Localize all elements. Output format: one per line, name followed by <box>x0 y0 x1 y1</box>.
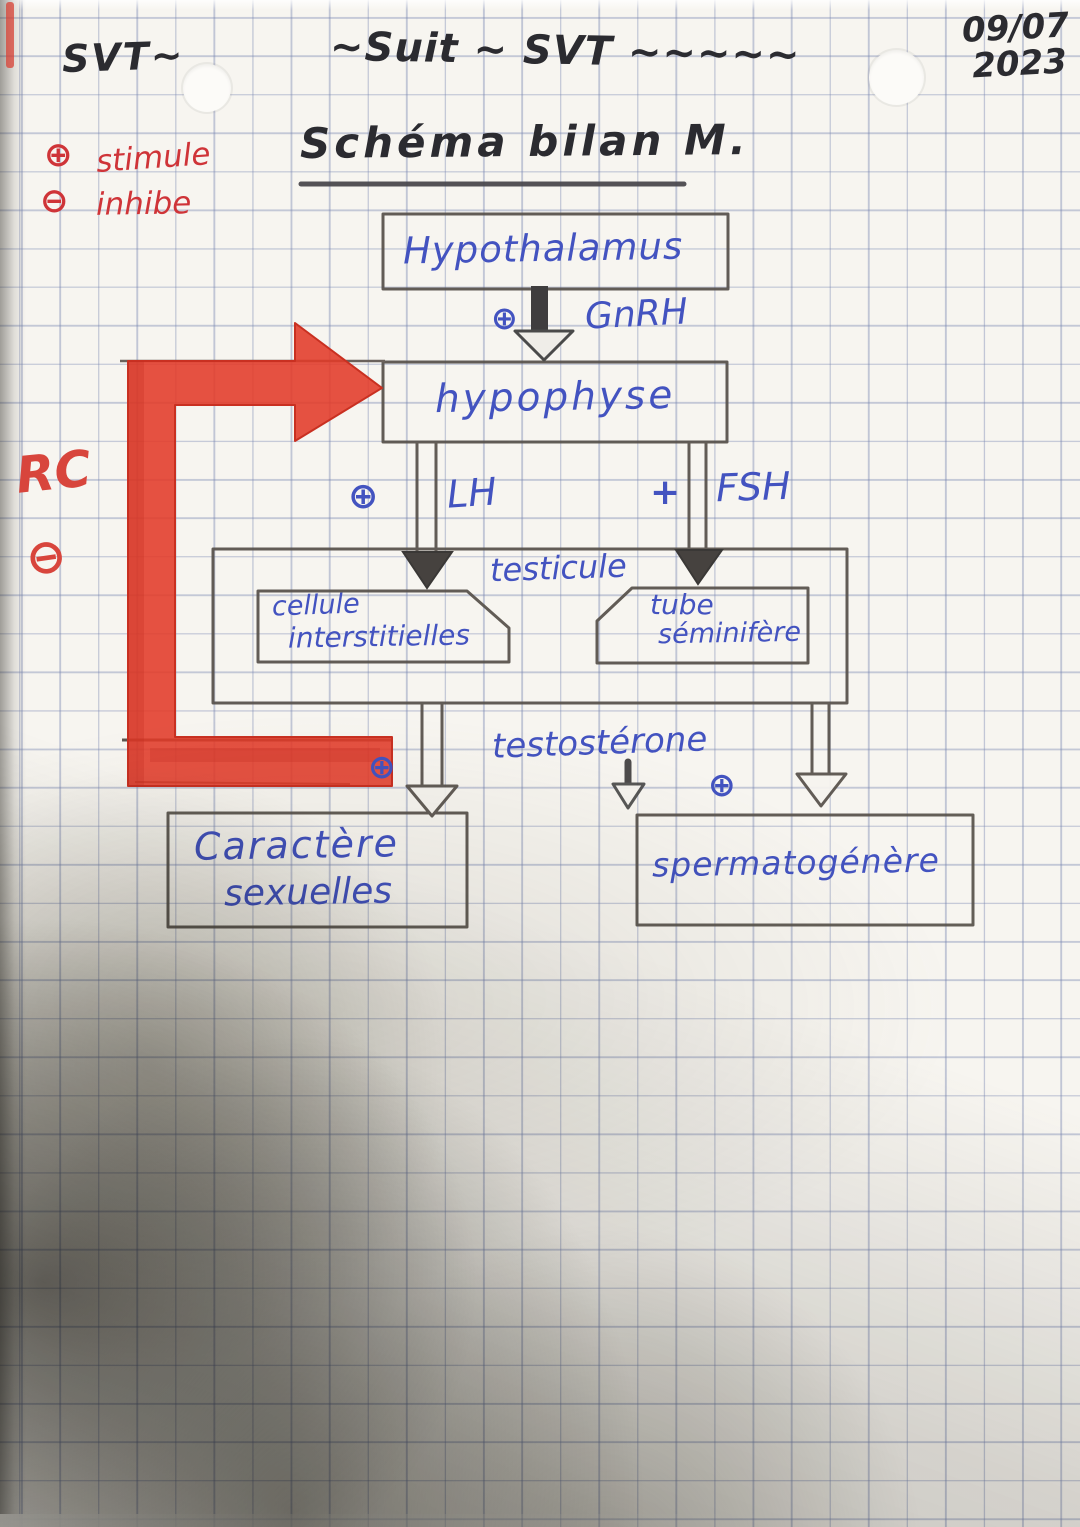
spermatogenese-label: spermatogénère <box>651 840 941 885</box>
caractere-label-line2: sexuelles <box>223 870 393 915</box>
feedback-arrow-shade <box>128 361 144 786</box>
legend-stimulate-label: stimule <box>94 136 212 180</box>
rc-label: RC <box>13 439 95 505</box>
gnrh-plus-circle-icon: ⊕ <box>491 299 518 337</box>
lh-arrow-head <box>401 551 454 590</box>
testosterone-label: testostérone <box>491 719 708 767</box>
fsh-plus-icon: + <box>650 472 681 513</box>
lh-plus-circle-icon: ⊕ <box>348 476 379 517</box>
gnrh-arrow-head <box>513 329 575 362</box>
testosterone-small-arrow-head <box>611 782 646 810</box>
hypophyse-label: hypophyse <box>434 372 676 423</box>
page-title: Schéma bilan M. <box>299 115 750 168</box>
gnrh-arrow-shaft <box>531 286 548 332</box>
plus-circle-icon: ⊕ <box>44 135 73 175</box>
testosterone-arrow-right-head <box>795 772 848 808</box>
fsh-arrow-head <box>674 549 724 586</box>
paper-bottom-edge <box>0 1514 778 1527</box>
header-date: 09/07 2023 <box>923 5 1072 87</box>
header-scribble-left: SVT~ <box>61 32 186 82</box>
testicule-label: testicule <box>489 546 628 590</box>
hypothalamus-label: Hypothalamus <box>402 224 684 273</box>
fsh-label: FSH <box>715 463 792 511</box>
feedback-arrow-red <box>127 322 393 787</box>
testosterone-plus-circle-icon-left: ⊕ <box>368 747 396 786</box>
rc-minus-circle-icon: ⊖ <box>22 526 70 588</box>
date-line2: 2023 <box>971 41 1068 87</box>
testosterone-plus-circle-icon-right: ⊕ <box>708 765 736 804</box>
feedback-arrow-shade <box>150 748 380 762</box>
legend-inhibit-label: inhibe <box>95 185 192 223</box>
cellule-label-line2: interstitielles <box>287 618 471 655</box>
minus-circle-icon: ⊖ <box>40 181 69 221</box>
gnrh-label: GnRH <box>583 291 689 338</box>
cellule-label-line1: cellule <box>271 588 361 623</box>
tube-label-line2: séminifère <box>657 616 802 651</box>
caractere-label-line1: Caractère <box>193 821 400 869</box>
lh-label: LH <box>445 469 499 517</box>
tube-label-line1: tube <box>650 588 714 621</box>
header-scribble-center: ~Suit ~ SVT ~~~~~ <box>329 23 801 79</box>
